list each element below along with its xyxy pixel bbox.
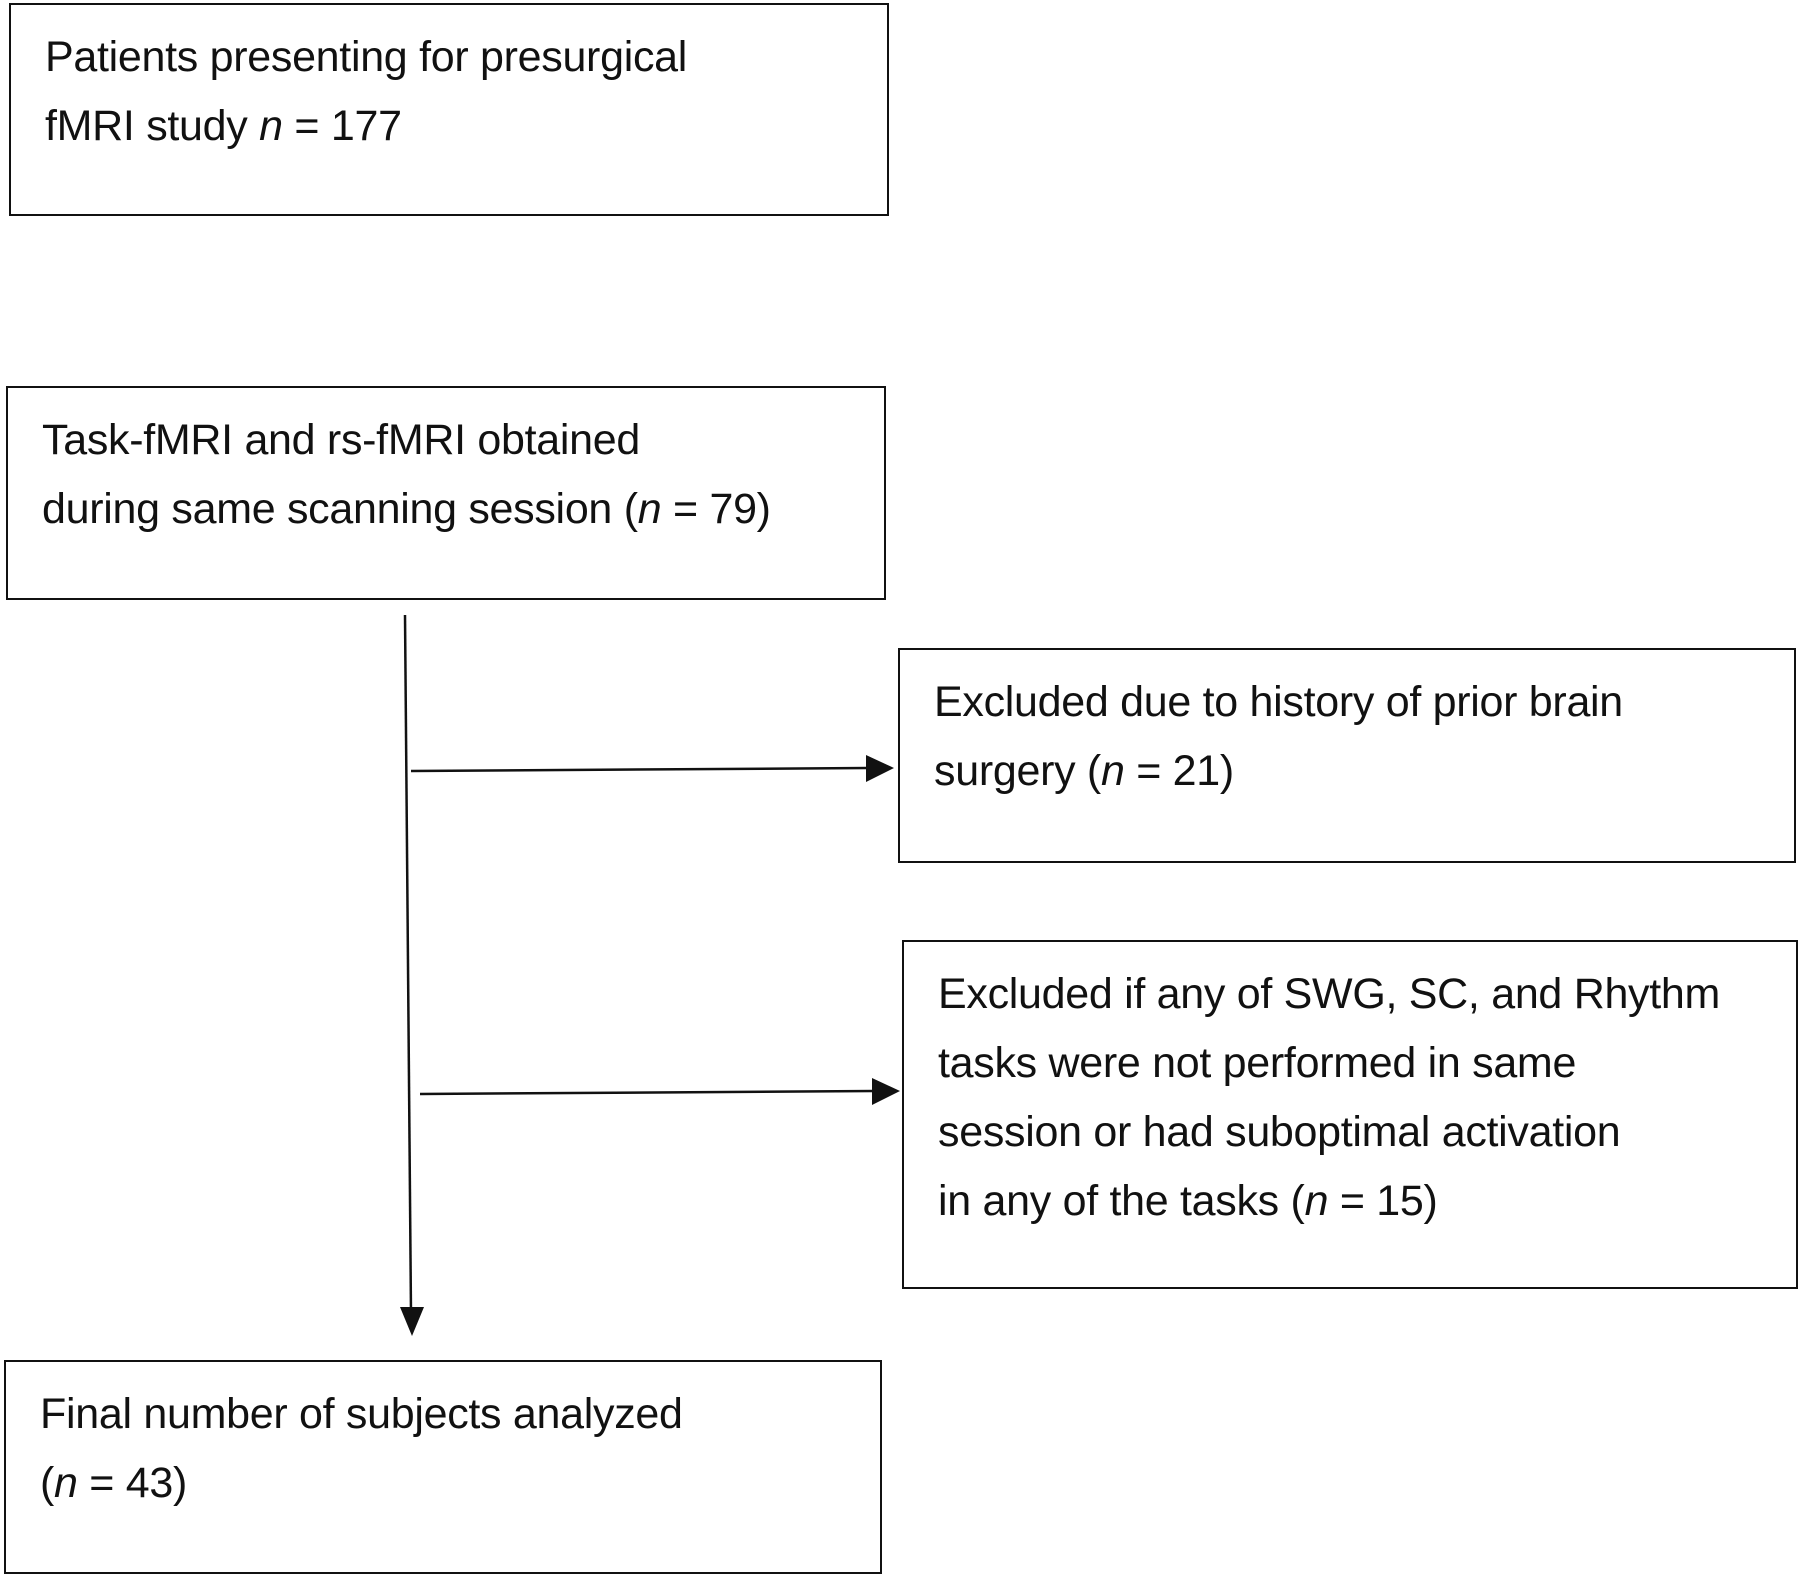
- exclusion-surgery-arrowhead: [866, 755, 894, 782]
- excluded-tasks-line-4-prefix: in any of the tasks (: [938, 1177, 1305, 1225]
- patients-line-1: Patients presenting for presurgical: [45, 33, 688, 81]
- excluded-surgery-text: Excluded due to history of prior brain s…: [934, 668, 1784, 806]
- main-flow-line: [403, 614, 413, 1315]
- main-flow-arrowhead: [400, 1307, 424, 1336]
- excluded-tasks-line-1: Excluded if any of SWG, SC, and Rhythm: [938, 970, 1721, 1018]
- obtained-box: Task-fMRI and rs-fMRI obtained during sa…: [6, 386, 886, 600]
- excluded-tasks-box: Excluded if any of SWG, SC, and Rhythm t…: [902, 940, 1798, 1289]
- obtained-n-symbol: n: [637, 485, 662, 533]
- obtained-text: Task-fMRI and rs-fMRI obtained during sa…: [42, 406, 874, 544]
- final-subjects-line-2-prefix: (: [40, 1459, 55, 1507]
- patients-count: = 177: [282, 102, 402, 150]
- obtained-count: = 79): [661, 485, 771, 533]
- final-subjects-n-symbol: n: [54, 1459, 78, 1507]
- exclusion-tasks-line: [419, 1089, 875, 1096]
- excluded-tasks-line-2: tasks were not performed in same: [938, 1039, 1577, 1087]
- excluded-tasks-line-3: session or had suboptimal activation: [938, 1108, 1621, 1156]
- exclusion-surgery-line: [410, 766, 869, 773]
- excluded-surgery-line-1: Excluded due to history of prior brain: [934, 678, 1623, 726]
- final-subjects-count: = 43): [77, 1459, 188, 1507]
- obtained-line-2: during same scanning session (n = 79): [42, 475, 874, 544]
- excluded-surgery-n-symbol: n: [1100, 747, 1125, 795]
- patients-line-2-prefix: fMRI study: [45, 102, 260, 150]
- patients-box: Patients presenting for presurgical fMRI…: [9, 3, 889, 216]
- final-subjects-box: Final number of subjects analyzed (n = 4…: [4, 1360, 882, 1574]
- final-subjects-text: Final number of subjects analyzed (n = 4…: [40, 1380, 870, 1518]
- patients-text: Patients presenting for presurgical fMRI…: [45, 23, 877, 161]
- excluded-surgery-line-2-prefix: surgery (: [934, 747, 1101, 795]
- final-subjects-line-2: (n = 43): [40, 1449, 870, 1518]
- excluded-tasks-count: = 15): [1328, 1177, 1438, 1225]
- excluded-tasks-text: Excluded if any of SWG, SC, and Rhythm t…: [938, 960, 1786, 1236]
- obtained-line-1: Task-fMRI and rs-fMRI obtained: [42, 416, 640, 464]
- obtained-line-2-prefix: during same scanning session (: [42, 485, 638, 533]
- excluded-surgery-line-2: surgery (n = 21): [934, 737, 1784, 806]
- excluded-surgery-box: Excluded due to history of prior brain s…: [898, 648, 1796, 863]
- exclusion-tasks-arrowhead: [872, 1078, 900, 1105]
- excluded-tasks-line-4: in any of the tasks (n = 15): [938, 1167, 1786, 1236]
- patients-line-2: fMRI study n = 177: [45, 92, 877, 161]
- patients-n-symbol: n: [259, 102, 283, 150]
- excluded-tasks-n-symbol: n: [1304, 1177, 1329, 1225]
- final-subjects-line-1: Final number of subjects analyzed: [40, 1390, 683, 1438]
- excluded-surgery-count: = 21): [1124, 747, 1234, 795]
